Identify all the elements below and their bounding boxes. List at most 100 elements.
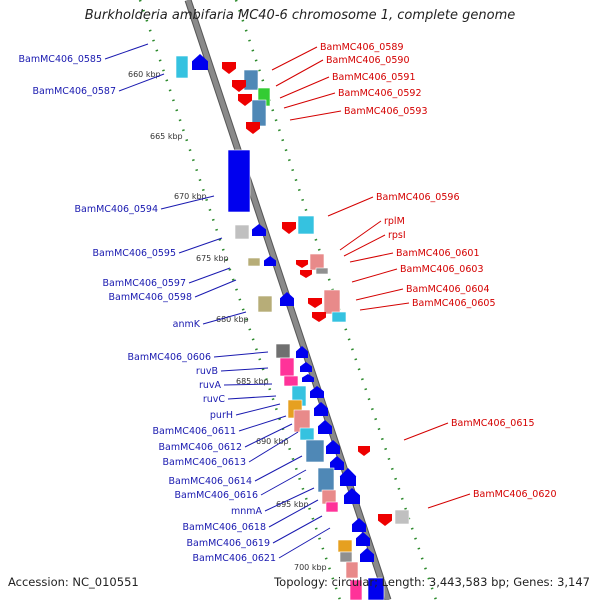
forward-gene-arrow	[300, 362, 312, 372]
reverse-gene-arrow	[378, 514, 392, 526]
gene-block	[305, 439, 325, 463]
left-leader-line	[227, 395, 277, 400]
right-gene-label: BamMC406_0620	[473, 489, 556, 500]
left-leader-line	[235, 403, 281, 416]
gene-block	[317, 467, 335, 493]
right-leader-line	[283, 92, 336, 109]
right-leader-line	[349, 252, 394, 263]
left-leader-line	[202, 311, 247, 325]
left-leader-line	[223, 383, 273, 386]
left-leader-line	[118, 73, 165, 92]
forward-gene-arrow	[264, 256, 276, 266]
left-leader-line	[244, 423, 293, 448]
gene-block	[325, 501, 339, 513]
left-gene-label: BamMC406_0606	[128, 352, 211, 363]
left-leader-line	[254, 455, 303, 482]
kbp-tick-label: 665 kbp	[150, 132, 183, 141]
right-gene-label: rpsI	[388, 230, 406, 241]
reverse-gene-arrow	[312, 312, 326, 322]
left-gene-label: BamMC406_0598	[109, 292, 192, 303]
gene-block	[227, 149, 251, 213]
right-leader-line	[351, 268, 398, 283]
gene-block	[175, 55, 189, 79]
left-leader-line	[260, 469, 307, 496]
gene-block	[279, 357, 295, 377]
right-leader-line	[327, 196, 374, 217]
forward-gene-arrow	[360, 548, 374, 562]
kbp-tick-label: 695 kbp	[276, 500, 309, 509]
right-leader-line	[275, 59, 324, 87]
gene-block	[275, 343, 291, 359]
gene-block	[394, 509, 410, 525]
gene-block	[349, 579, 363, 600]
gene-block	[331, 311, 347, 323]
forward-gene-arrow	[356, 532, 370, 546]
reverse-gene-arrow	[296, 260, 308, 268]
gene-block	[234, 224, 250, 240]
right-leader-line	[355, 288, 404, 301]
kbp-tick-label: 660 kbp	[128, 70, 161, 79]
reverse-gene-arrow	[300, 270, 312, 278]
right-gene-label: BamMC406_0592	[338, 88, 421, 99]
left-gene-label: BamMC406_0597	[103, 278, 186, 289]
right-leader-line	[427, 493, 471, 509]
right-gene-label: BamMC406_0596	[376, 192, 459, 203]
right-leader-line	[359, 302, 410, 311]
topology-text: Topology: circular; Length: 3,443,583 bp…	[274, 575, 590, 589]
left-leader-line	[194, 279, 237, 298]
right-leader-line	[343, 234, 386, 257]
left-leader-line	[238, 415, 287, 432]
kbp-tick-label: 675 kbp	[196, 254, 229, 263]
right-leader-line	[339, 220, 382, 251]
right-gene-label: BamMC406_0591	[332, 72, 415, 83]
forward-gene-arrow	[314, 402, 328, 416]
right-leader-line	[289, 110, 342, 121]
forward-gene-arrow	[330, 456, 344, 470]
forward-gene-arrow	[326, 440, 340, 454]
left-leader-line	[188, 267, 231, 284]
reverse-gene-arrow	[282, 222, 296, 234]
left-leader-line	[213, 351, 269, 358]
gene-block	[309, 253, 325, 271]
left-gene-label: ruvA	[199, 380, 222, 391]
gene-block	[247, 257, 261, 267]
gene-block	[315, 267, 329, 275]
left-leader-line	[268, 499, 319, 528]
left-gene-label: BamMC406_0621	[193, 553, 276, 564]
reverse-gene-arrow	[246, 122, 260, 134]
left-gene-label: BamMC406_0587	[33, 86, 116, 97]
left-gene-label: BamMC406_0613	[163, 457, 246, 468]
forward-gene-arrow	[340, 468, 356, 486]
left-gene-label: BamMC406_0616	[175, 490, 258, 501]
left-leader-line	[278, 527, 331, 559]
left-gene-label: ruvC	[203, 394, 226, 405]
gene-block	[337, 539, 353, 553]
accession-text: Accession: NC_010551	[8, 575, 139, 589]
forward-gene-arrow	[192, 54, 208, 70]
left-leader-line	[272, 515, 323, 544]
gene-block	[299, 427, 315, 441]
right-leader-line	[271, 46, 318, 71]
forward-gene-arrow	[296, 346, 308, 358]
kbp-tick-label: 670 kbp	[174, 192, 207, 201]
right-gene-label: rplM	[384, 216, 405, 227]
forward-gene-arrow	[310, 386, 324, 398]
left-leader-line	[248, 431, 299, 463]
forward-gene-arrow	[280, 292, 294, 306]
forward-gene-arrow	[344, 488, 360, 504]
reverse-gene-arrow	[308, 298, 322, 308]
gene-block	[323, 289, 341, 315]
right-leader-line	[403, 422, 449, 441]
right-gene-label: BamMC406_0603	[400, 264, 483, 275]
kbp-tick-label: 685 kbp	[236, 377, 269, 386]
gene-block	[345, 561, 359, 579]
kbp-tick-label: 690 kbp	[256, 437, 289, 446]
right-gene-label: BamMC406_0615	[451, 418, 534, 429]
left-gene-label: BamMC406_0614	[169, 476, 252, 487]
gene-block	[367, 577, 385, 600]
gene-block	[283, 375, 299, 387]
left-gene-label: BamMC406_0611	[153, 426, 236, 437]
reverse-gene-arrow	[358, 446, 370, 456]
right-gene-label: BamMC406_0605	[412, 298, 495, 309]
